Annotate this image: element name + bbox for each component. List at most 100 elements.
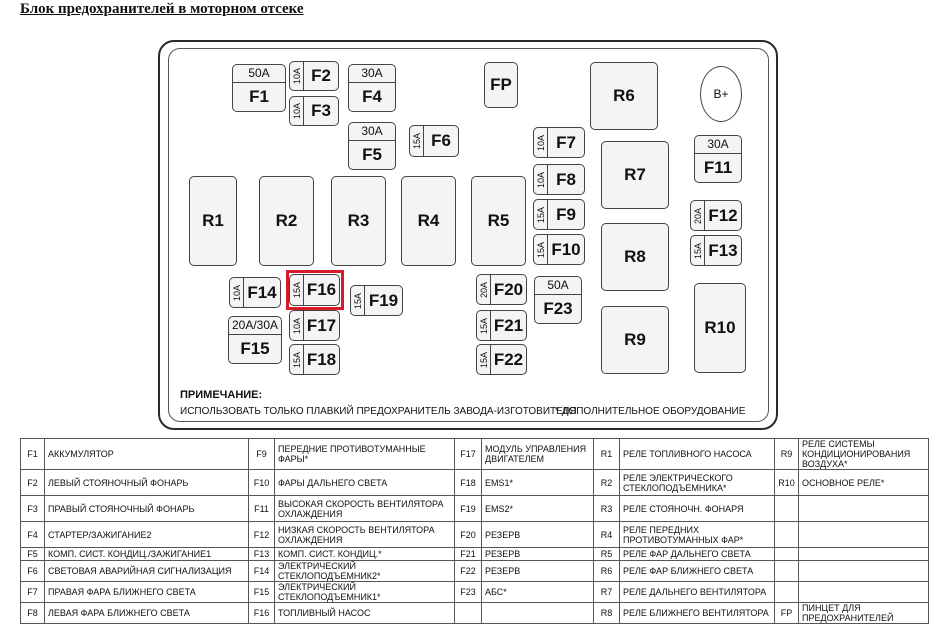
legend-code: R5: [593, 547, 620, 561]
legend-code: [774, 581, 799, 603]
fuse-f1: 50A F1: [232, 64, 286, 112]
legend-code: F19: [454, 495, 482, 522]
fuse-label: F18: [306, 349, 337, 369]
legend-code: F18: [454, 469, 482, 496]
legend-description: ЛЕВЫЙ СТОЯНОЧНЫЙ ФОНАРЬ: [44, 469, 249, 496]
fuse-label: F10: [551, 239, 581, 259]
legend-description: РЕЛЕ СИСТЕМЫ КОНДИЦИОНИРОВАНИЯ ВОЗДУХА*: [798, 438, 929, 470]
legend-code: F8: [20, 602, 45, 624]
fuse-amp: 10A: [291, 67, 302, 85]
fuse-f15: 20A/30A F15: [228, 316, 282, 364]
legend-code: R6: [593, 560, 620, 582]
fuse-amp: 10A: [291, 102, 302, 120]
fuse-amp: 10A: [535, 134, 546, 151]
legend-description: КОМП. СИСТ. КОНДИЦ.*: [274, 547, 455, 561]
legend-description: [798, 560, 929, 582]
relay-r1: R1: [189, 176, 237, 266]
fuse-amp: 15A: [692, 242, 703, 259]
relay-r4: R4: [401, 176, 456, 266]
relay-r6: R6: [590, 62, 658, 130]
legend-description: РЕЗЕРВ: [481, 560, 594, 582]
fuse-label: F8: [556, 169, 576, 189]
fuse-f12: 20A F12: [690, 200, 742, 231]
legend-code: F13: [248, 547, 275, 561]
legend-description: ПРАВАЯ ФАРА БЛИЖНЕГО СВЕТА: [44, 581, 249, 603]
fuse-amp: 15A: [478, 351, 489, 368]
legend-description: СВЕТОВАЯ АВАРИЙНАЯ СИГНАЛИЗАЦИЯ: [44, 560, 249, 582]
fuse-amp: 30A: [695, 136, 741, 154]
relay-r8: R8: [601, 223, 669, 291]
fuse-f20: 20A F20: [476, 274, 527, 305]
legend-code: R10: [774, 469, 799, 496]
legend-code: [454, 602, 482, 624]
legend-description: ФАРЫ ДАЛЬНЕГО СВЕТА: [274, 469, 455, 496]
legend-code: F4: [20, 521, 45, 548]
legend-code: R3: [593, 495, 620, 522]
note-line-2: * ДОПОЛНИТЕЛЬНОЕ ОБОРУДОВАНИЕ: [555, 406, 746, 417]
legend-code: [774, 560, 799, 582]
legend-description: ПЕРЕДНИЕ ПРОТИВОТУМАННЫЕ ФАРЫ*: [274, 438, 455, 470]
legend-code: F23: [454, 581, 482, 603]
relay-r2: R2: [259, 176, 314, 266]
fuse-f23: 50A F23: [534, 276, 582, 324]
f16-highlight: [286, 270, 344, 310]
fuse-label: F6: [431, 131, 451, 150]
fuse-label: F19: [368, 290, 399, 310]
legend-description: ЛЕВАЯ ФАРА БЛИЖНЕГО СВЕТА: [44, 602, 249, 624]
legend-code: F15: [248, 581, 275, 603]
fuse-label: F21: [493, 315, 524, 335]
fuse-label: F9: [556, 204, 576, 224]
fuse-amp: 50A: [233, 65, 285, 83]
legend-code: F10: [248, 469, 275, 496]
legend-code: F11: [248, 495, 275, 522]
legend-description: СТАРТЕР/ЗАЖИГАНИЕ2: [44, 521, 249, 548]
fuse-label: F17: [306, 315, 337, 335]
fuse-label: F7: [556, 132, 576, 152]
legend-description: ТОПЛИВНЫЙ НАСОС: [274, 602, 455, 624]
fuse-puller-fp: FP: [484, 62, 518, 108]
legend-description: РЕЛЕ ТОПЛИВНОГО НАСОСА: [619, 438, 775, 470]
legend-description: ПИНЦЕТ ДЛЯ ПРЕДОХРАНИТЕЛЕЙ: [798, 602, 929, 624]
legend-code: [774, 521, 799, 548]
fuse-amp: 10A: [231, 284, 242, 301]
legend-code: F3: [20, 495, 45, 522]
fuse-f5: 30A F5: [348, 122, 396, 170]
legend-code: F9: [248, 438, 275, 470]
relay-r10: R10: [694, 283, 746, 373]
relay-r5: R5: [471, 176, 526, 266]
fuse-box-inner-outline: [168, 48, 769, 422]
legend-description: [798, 495, 929, 522]
fuse-f16: 15A F16: [289, 274, 340, 306]
legend-code: F5: [20, 547, 45, 561]
legend-code: F17: [454, 438, 482, 470]
legend-code: R9: [774, 438, 799, 470]
fuse-label: F22: [493, 349, 524, 369]
legend-description: РЕЛЕ ПЕРЕДНИХ ПРОТИВОТУМАННЫХ ФАР*: [619, 521, 775, 548]
legend-description: КОМП. СИСТ. КОНДИЦ./ЗАЖИГАНИЕ1: [44, 547, 249, 561]
relay-r7: R7: [601, 141, 669, 209]
legend-description: EMS2*: [481, 495, 594, 522]
legend-description: РЕЛЕ БЛИЖНЕГО ВЕНТИЛЯТОРА: [619, 602, 775, 624]
fuse-f14: 10A F14: [229, 277, 281, 308]
fuse-f4: 30A F4: [348, 64, 396, 112]
relay-r9: R9: [601, 306, 669, 374]
legend-description: РЕЛЕ ЭЛЕКТРИЧЕСКОГО СТЕКЛОПОДЪЕМНИКА*: [619, 469, 775, 496]
legend-code: R8: [593, 602, 620, 624]
legend-code: F14: [248, 560, 275, 582]
fuse-amp: 50A: [535, 277, 581, 295]
fuse-label: F11: [703, 158, 733, 177]
fuse-amp: 15A: [478, 317, 489, 334]
fuse-label: F3: [311, 101, 331, 120]
fuse-f8: 10A F8: [533, 164, 585, 195]
fuse-f18: 15A F18: [289, 344, 340, 375]
fuse-f3: 10A F3: [289, 96, 339, 126]
legend-description: EMS1*: [481, 469, 594, 496]
fuse-label: F14: [247, 282, 277, 302]
legend-description: МОДУЛЬ УПРАВЛЕНИЯ ДВИГАТЕЛЕМ: [481, 438, 594, 470]
legend-code: R1: [593, 438, 620, 470]
